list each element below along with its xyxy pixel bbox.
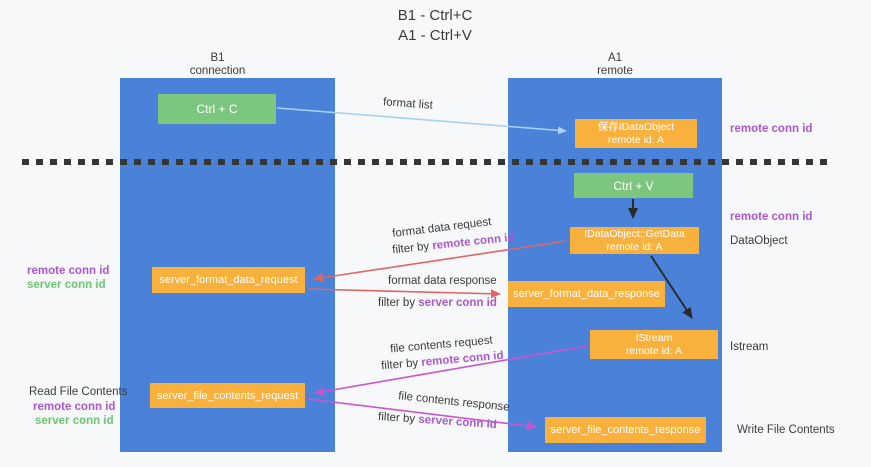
title-line-1: B1 - Ctrl+C bbox=[397, 7, 473, 24]
server-file-contents-request-box: server_file_contents_request bbox=[150, 383, 305, 408]
server-format-data-request-box: server_format_data_request bbox=[152, 267, 305, 293]
istream-line2: remote id: A bbox=[625, 344, 683, 357]
read-file-contents-label: Read File Contents bbox=[29, 386, 128, 398]
remote-conn-id-left1-label: remote conn id bbox=[27, 265, 110, 277]
getdata-line1: IDataObject::GetData bbox=[584, 228, 685, 240]
left-column-header: B1 connection bbox=[110, 52, 325, 78]
diagram-title: B1 - Ctrl+C A1 - Ctrl+V bbox=[330, 6, 540, 46]
ctrl-c-box: Ctrl + C bbox=[158, 94, 276, 124]
format-data-response-arrow bbox=[307, 288, 501, 299]
remote-conn-id-text: remote conn id bbox=[431, 231, 515, 253]
filter-by-prefix: filter by bbox=[391, 240, 434, 257]
remote-conn-id-top-right-label: remote conn id bbox=[730, 123, 813, 135]
server-file-contents-response-box: server_file_contents_response bbox=[545, 417, 706, 443]
save-idataobject-line2: remote id: A bbox=[607, 133, 665, 146]
server-conn-id-left1-label: server conn id bbox=[27, 279, 106, 291]
save-idataobject-box: 保存IDataObject remote id: A bbox=[575, 119, 697, 148]
dataobject-label: DataObject bbox=[730, 235, 788, 247]
title-line-2: A1 - Ctrl+V bbox=[398, 27, 472, 44]
right-column-header: A1 remote bbox=[508, 52, 722, 78]
filter-by-prefix: filter by bbox=[380, 356, 422, 373]
format-data-response-label: format data response bbox=[388, 275, 497, 287]
server-conn-id-text: server conn id bbox=[417, 413, 498, 432]
istream-side-label: Istream bbox=[730, 341, 769, 353]
remote-conn-id-left2-label: remote conn id bbox=[33, 401, 116, 413]
remote-conn-id-text: remote conn id bbox=[420, 349, 504, 369]
format-list-label: format list bbox=[382, 96, 434, 112]
istream-line1: IStream bbox=[635, 332, 673, 344]
getdata-line2: remote id: A bbox=[606, 240, 663, 253]
save-idataobject-line1: 保存IDataObject bbox=[597, 121, 675, 133]
file-response-filter-label: filter by server conn id bbox=[378, 411, 497, 431]
ctrl-v-box: Ctrl + V bbox=[574, 173, 693, 198]
idataobject-getdata-box: IDataObject::GetData remote id: A bbox=[570, 227, 699, 254]
write-file-contents-label: Write File Contents bbox=[737, 424, 835, 436]
server-conn-id-left2-label: server conn id bbox=[35, 415, 114, 427]
server-format-data-response-box: server_format_data_response bbox=[508, 281, 665, 307]
istream-box: IStream remote id: A bbox=[590, 330, 718, 359]
remote-conn-id-mid-right-label: remote conn id bbox=[730, 211, 813, 223]
right-column-subtitle: remote bbox=[597, 65, 633, 77]
server-conn-id-text: server conn id bbox=[418, 297, 497, 309]
filter-by-prefix: filter by bbox=[378, 297, 419, 309]
left-column-name: B1 bbox=[210, 52, 225, 64]
left-column-subtitle: connection bbox=[189, 65, 246, 77]
file-contents-response-label: file contents response bbox=[397, 390, 511, 414]
filter-by-prefix: filter by bbox=[377, 410, 419, 426]
right-column-name: A1 bbox=[607, 52, 623, 64]
format-response-filter-label: filter by server conn id bbox=[378, 297, 497, 309]
phase-separator-dashed-line bbox=[22, 159, 832, 165]
